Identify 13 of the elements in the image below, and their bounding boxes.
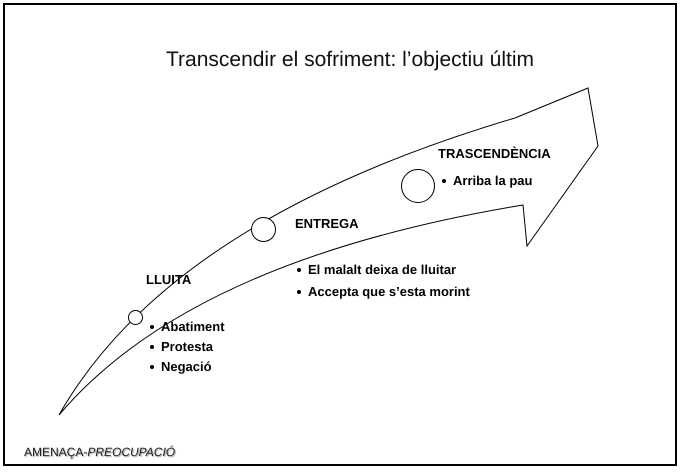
stage-circle xyxy=(128,310,142,324)
stage-circle xyxy=(250,216,276,242)
bullet-item: Accepta que s’esta morint xyxy=(308,283,470,301)
stage-heading: ENTREGA xyxy=(295,216,359,231)
stage-label: AMENAÇA-PREOCUPACIÓ xyxy=(24,445,176,459)
bullet-item: Abatiment xyxy=(161,318,225,336)
bullet-item: Arriba la pau xyxy=(453,172,532,190)
bullet-item: Protesta xyxy=(161,338,214,356)
title: Transcendir el sofriment: l’objectiu últim xyxy=(164,48,536,72)
stage-circle xyxy=(401,169,435,203)
stage-heading: TRASCENDÈNCIA xyxy=(438,146,551,161)
bullet-item: Negació xyxy=(161,358,212,376)
bullet-item: El malalt deixa de lluitar xyxy=(308,261,456,279)
